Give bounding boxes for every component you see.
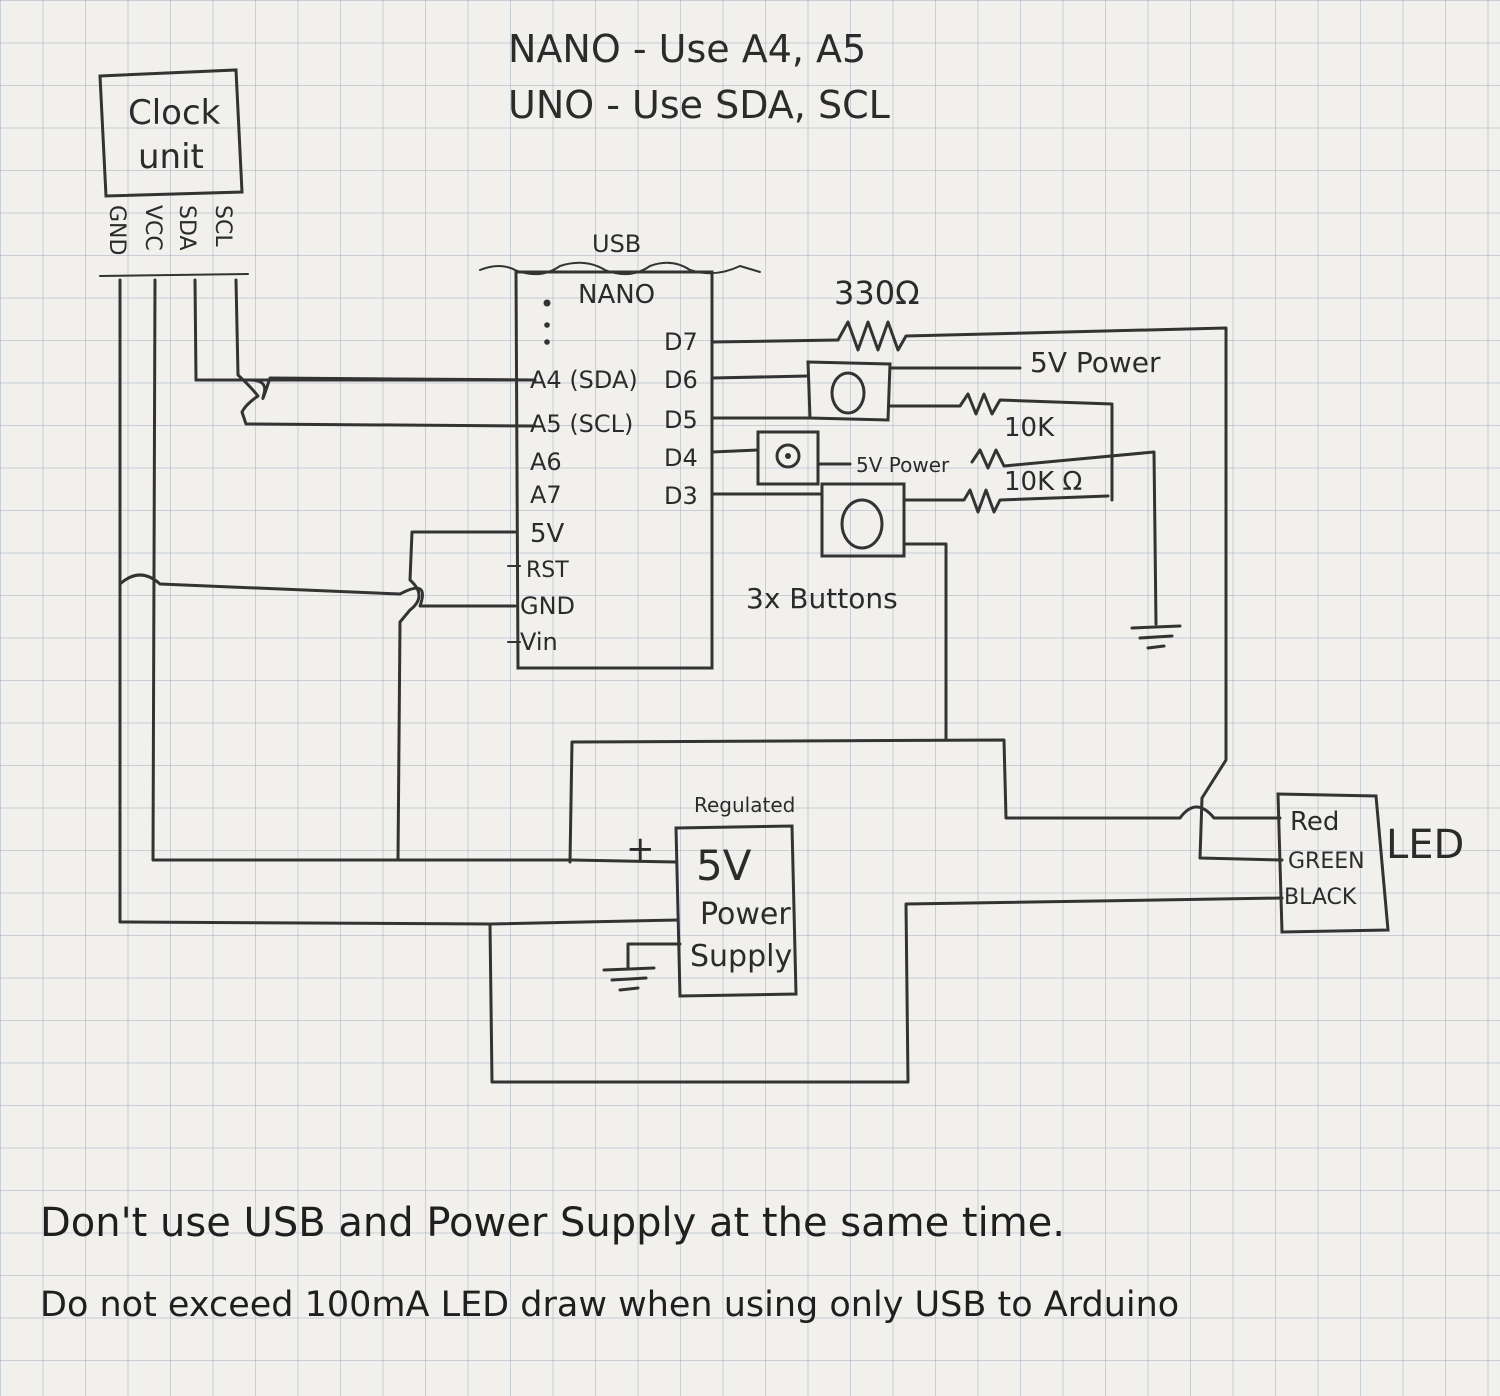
nano-pin-d5: D5 — [664, 406, 698, 434]
nano-pin-rst: RST — [526, 558, 569, 583]
power-supply-line-0: Regulated — [694, 793, 795, 817]
clock-pin-gnd: GND — [104, 205, 129, 255]
resistor-330-label: 330Ω — [834, 274, 920, 312]
power-supply-line-3: Supply — [690, 939, 792, 974]
power-supply-line-1: 5V — [696, 841, 752, 890]
nano-pin-d4: D4 — [664, 444, 698, 472]
note-usb-power-supply: Don't use USB and Power Supply at the sa… — [40, 1200, 1065, 1246]
arduino-nano: USB NANO A4 (SDA) A5 (SCL) A6 A7 5V RST … — [479, 230, 761, 670]
nano-pin-vin: Vin — [520, 628, 558, 656]
nano-pin-5v: 5V — [530, 519, 565, 549]
ground-symbol-right — [1130, 624, 1182, 650]
clock-unit-label-2: unit — [138, 137, 204, 177]
nano-5v-wire — [396, 530, 517, 862]
nano-pin-d3: D3 — [664, 482, 698, 510]
nano-pin-d6: D6 — [664, 366, 698, 394]
led-pin-green: GREEN — [1288, 849, 1365, 874]
clock-unit-label-1: Clock — [128, 93, 221, 133]
resistor-10k-b-label: 10K Ω — [1004, 467, 1082, 497]
clock-pin-sda: SDA — [174, 205, 199, 251]
resistor-10k-a-label: 10K — [1004, 413, 1055, 443]
clock-pin-vcc: VCC — [140, 205, 165, 251]
ground-symbol-supply — [602, 966, 656, 992]
clock-unit: Clock unit GND VCC SDA SCL — [98, 68, 249, 277]
nano-pin-a7: A7 — [530, 481, 562, 509]
nano-pin-d7: D7 — [664, 328, 698, 356]
nano-pin-a5: A5 (SCL) — [530, 410, 633, 438]
led-ground-wire — [488, 896, 1284, 1084]
header-line-1: NANO - Use A4, A5 — [508, 27, 866, 71]
usb-label: USB — [592, 230, 641, 258]
power-supply-line-2: Power — [700, 897, 791, 932]
buttons-label: 3x Buttons — [746, 582, 898, 615]
nano-title: NANO — [578, 280, 655, 310]
nano-pin-a6: A6 — [530, 448, 562, 476]
power-label-top: 5V Power — [1030, 346, 1161, 379]
button-and-led-wiring: 330Ω 5V Power 10K 5V Power 10K Ω 3x Butt… — [568, 274, 1284, 864]
power-supply: Regulated + 5V Power Supply — [602, 793, 798, 998]
clock-pin-scl: SCL — [210, 205, 235, 247]
nano-pin-a4: A4 (SDA) — [530, 366, 638, 394]
led-label: LED — [1386, 822, 1464, 868]
note-led-draw: Do not exceed 100mA LED draw when using … — [40, 1285, 1179, 1325]
header-line-2: UNO - Use SDA, SCL — [508, 83, 890, 127]
power-label-mid: 5V Power — [856, 453, 950, 477]
led-pin-black: BLACK — [1284, 885, 1357, 910]
nano-pin-gnd: GND — [520, 592, 575, 620]
plus-label: + — [626, 829, 655, 869]
led-module: Red GREEN BLACK LED — [1276, 792, 1464, 934]
led-pin-red: Red — [1290, 807, 1339, 837]
